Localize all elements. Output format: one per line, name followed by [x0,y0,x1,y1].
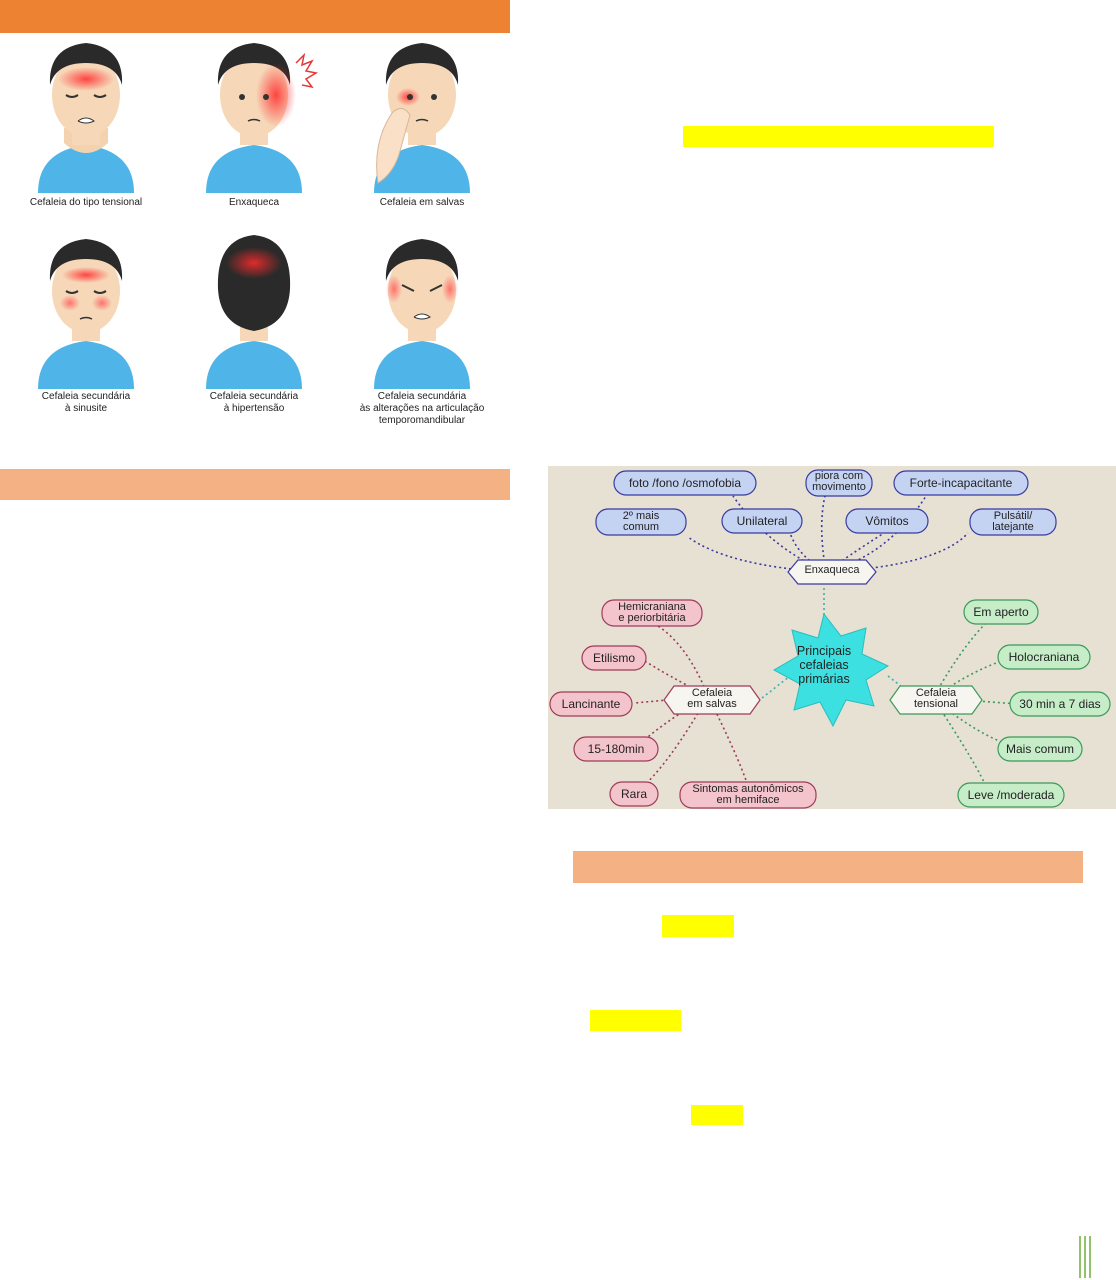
highlight-bar-4 [691,1105,743,1125]
node-15-180 [573,736,659,762]
label-2mais: 2º mais comum [622,510,660,533]
node-fotofobia [613,470,757,496]
label-fotofobia: foto /fono /osmofobia [628,476,742,490]
face-salvas [374,43,470,193]
label-leve: Leve /moderada [967,788,1055,802]
label-lancinante: Lancinante [561,697,621,711]
node-mais-comum [997,736,1083,762]
mindmap-principais-cefaleias [548,466,1116,809]
label-sintomas: Sintomas autonômicos em hemiface [692,783,804,806]
center-star [772,612,890,728]
decorative-line-2 [1084,1236,1086,1278]
decorative-line-1 [1079,1236,1081,1278]
node-hemicraniana [601,599,703,627]
section-header-bar-3 [573,851,1083,883]
caption-atm: Cefaleia secundária às alterações na art… [359,391,485,426]
mindmap-svg [549,469,1111,809]
label-rara: Rara [620,787,647,801]
node-30min [1009,691,1111,717]
label-aperto: Em aperto [973,605,1029,619]
node-etilismo [581,645,647,671]
label-forte: Forte-incapacitante [909,476,1013,490]
hub-enxaqueca [787,559,877,585]
label-vomitos: Vômitos [865,514,909,528]
node-forte [893,470,1029,496]
node-unilateral [721,508,803,534]
label-etilismo: Etilismo [592,651,635,665]
center-label: Principais cefaleias primárias [796,644,852,686]
faces-svg [38,43,470,389]
node-aperto [963,599,1039,625]
highlight-bar-3 [590,1010,681,1031]
node-2mais [595,508,687,536]
label-hemicraniana: Hemicraniana e periorbitária [618,601,686,624]
caption-salvas: Cefaleia em salvas [379,197,465,208]
hub-label-enxaqueca: Enxaqueca [804,564,860,576]
section-header-bar-1 [0,0,510,33]
node-piora [805,469,873,497]
node-lancinante [549,691,633,717]
highlight-bar-1 [683,126,994,147]
face-atm [374,239,470,389]
caption-hipertensao: Cefaleia secundária à hipertensão [209,391,299,414]
node-rara [609,781,659,807]
node-vomitos [845,508,929,534]
caption-tensional: Cefaleia do tipo tensional [29,197,143,208]
highlight-bar-2 [662,915,734,937]
node-sintomas [679,781,817,809]
node-leve [957,782,1065,808]
hub-tensional [889,685,983,715]
label-30min: 30 min a 7 dias [1019,697,1101,711]
mindmap-labels: Principais cefaleias primárias Enxaqueca… [548,466,1116,809]
caption-sinusite: Cefaleia secundária à sinusite [41,391,131,414]
face-hipertensao [206,235,302,389]
label-unilateral: Unilateral [736,514,788,528]
hub-salvas [663,685,761,715]
caption-enxaqueca: Enxaqueca [228,197,280,208]
face-tensional [38,43,134,193]
label-pulsatil: Pulsátil/ latejante [992,510,1034,533]
label-holocraniana: Holocraniana [1008,650,1080,664]
label-piora: piora com movimento [812,470,866,493]
section-header-bar-2 [0,469,510,500]
hub-label-salvas: Cefaleia em salvas [687,687,737,710]
node-pulsatil [969,508,1057,536]
node-holocraniana [997,644,1091,670]
face-enxaqueca [206,43,319,193]
hub-label-tensional: Cefaleia tensional [913,687,959,710]
face-sinusite [38,239,134,389]
label-15-180: 15-180min [587,742,645,756]
headache-types-illustration: Cefaleia do tipo tensional Enxaqueca Cef… [18,33,510,431]
decorative-line-3 [1089,1236,1091,1278]
label-mais-comum: Mais comum [1005,742,1074,756]
